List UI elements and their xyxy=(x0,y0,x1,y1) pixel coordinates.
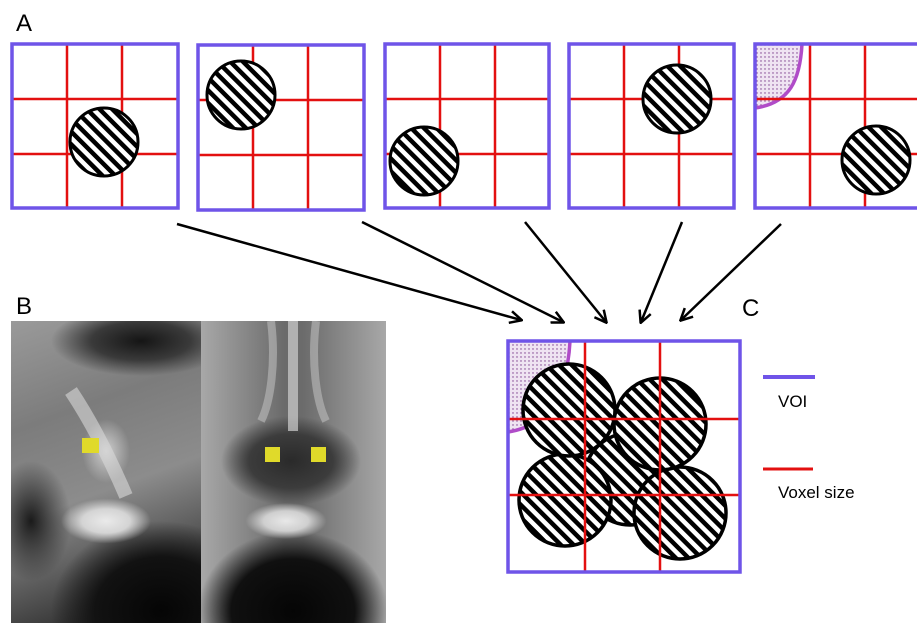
voxel-sphere xyxy=(641,63,713,135)
roi-marker-coronal-right xyxy=(311,447,326,462)
mri-coronal-overlay xyxy=(257,321,330,462)
mri-sagittal-slice xyxy=(11,321,201,623)
voxel-sphere xyxy=(582,431,678,527)
voxel-sphere xyxy=(205,59,277,131)
voi-box-2 xyxy=(196,43,366,212)
legend-voi-label: VOI xyxy=(778,392,808,411)
voi-box-1 xyxy=(10,42,180,210)
voxel-sphere xyxy=(68,106,140,178)
voi-box-5 xyxy=(753,42,917,210)
mri-sagittal-overlay xyxy=(65,387,133,499)
summation-arrows xyxy=(176,220,782,322)
panel-label-c: C xyxy=(742,295,760,322)
partial-volume-region xyxy=(508,341,570,432)
voxel-sphere xyxy=(521,362,617,458)
roi-marker-sagittal xyxy=(82,438,99,453)
voxel-sphere xyxy=(612,376,708,472)
mri-coronal-slice xyxy=(201,321,386,623)
voxel-sphere xyxy=(840,124,912,196)
panel-label-b: B xyxy=(16,293,33,320)
legend-voxel-label: Voxel size xyxy=(778,483,855,502)
arrow-2 xyxy=(361,220,563,322)
arrow-4 xyxy=(641,221,684,322)
arrow-5 xyxy=(681,223,782,320)
roi-marker-coronal-left xyxy=(265,447,280,462)
arrow-1 xyxy=(176,222,521,320)
arrow-3 xyxy=(524,221,606,322)
combined-voi-box xyxy=(506,339,742,574)
panel-label-a: A xyxy=(16,10,33,37)
voxel-sphere xyxy=(517,452,613,548)
voxel-sphere xyxy=(388,125,460,197)
voi-box-4 xyxy=(567,42,736,210)
voxel-sphere xyxy=(632,465,728,561)
partial-volume-region xyxy=(755,44,802,108)
voi-box-3 xyxy=(383,42,551,210)
